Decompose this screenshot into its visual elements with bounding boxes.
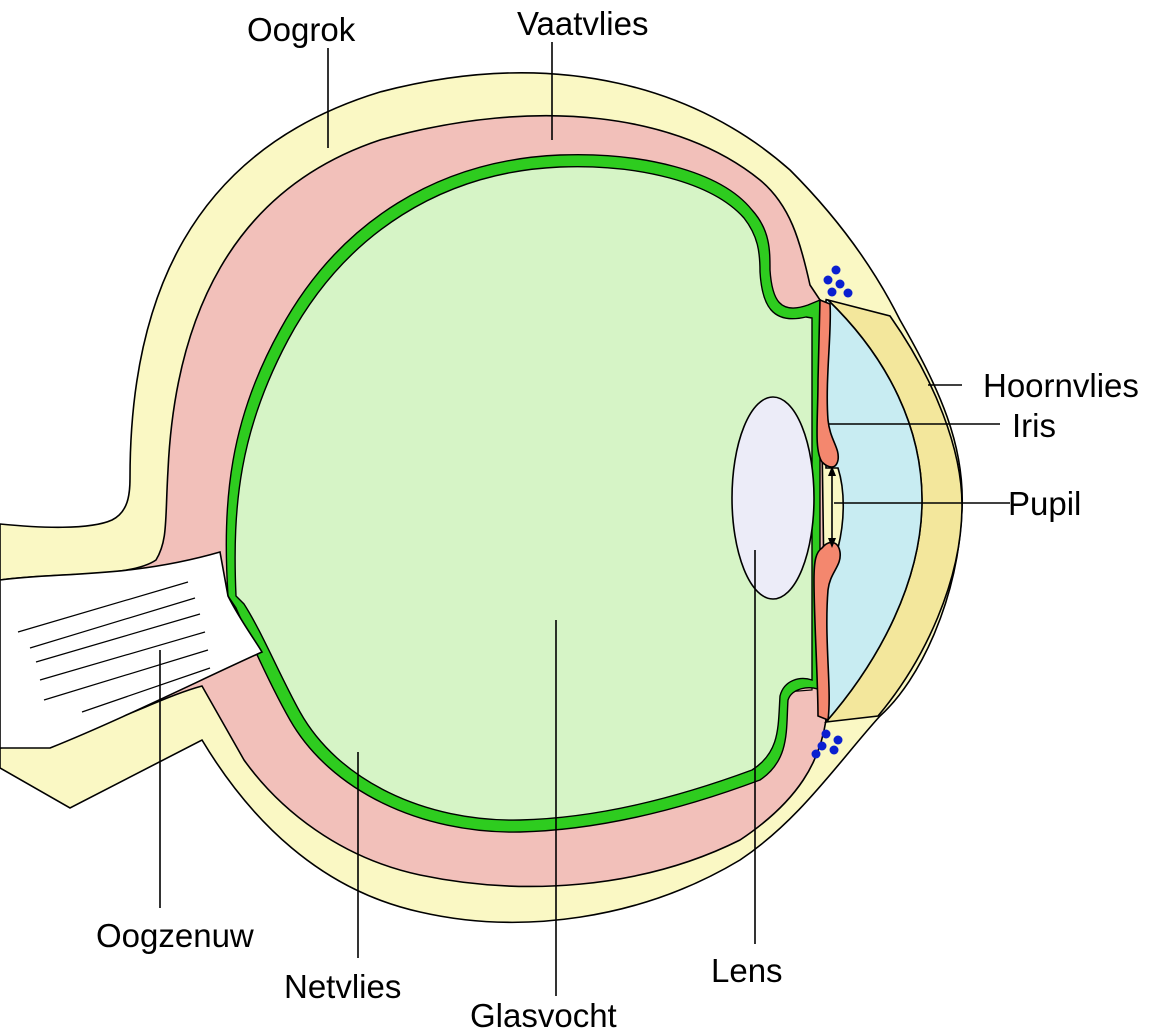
canal-of-schlemm-bottom [811,729,843,759]
iris-top [816,298,840,468]
pupil-arrow [828,466,836,548]
canal-of-schlemm-top [823,265,853,298]
label-iris: Iris [1012,407,1056,444]
label-oogzenuw: Oogzenuw [96,917,254,954]
label-lens: Lens [711,952,783,989]
label-hoornvlies: Hoornvlies [983,367,1139,404]
iris-bottom [813,541,841,722]
lens [731,396,815,600]
anterior-chamber [825,299,923,725]
vitreous-inner [234,165,813,821]
label-pupil: Pupil [1008,485,1081,522]
label-oogrok: Oogrok [247,11,356,48]
label-vaatvlies: Vaatvlies [517,5,648,42]
optic-nerve [0,550,264,749]
label-netvlies: Netvlies [284,968,401,1005]
label-glasvocht: Glasvocht [470,997,617,1034]
leader-lines [159,42,1010,996]
optic-nerve-fibers [17,581,211,713]
